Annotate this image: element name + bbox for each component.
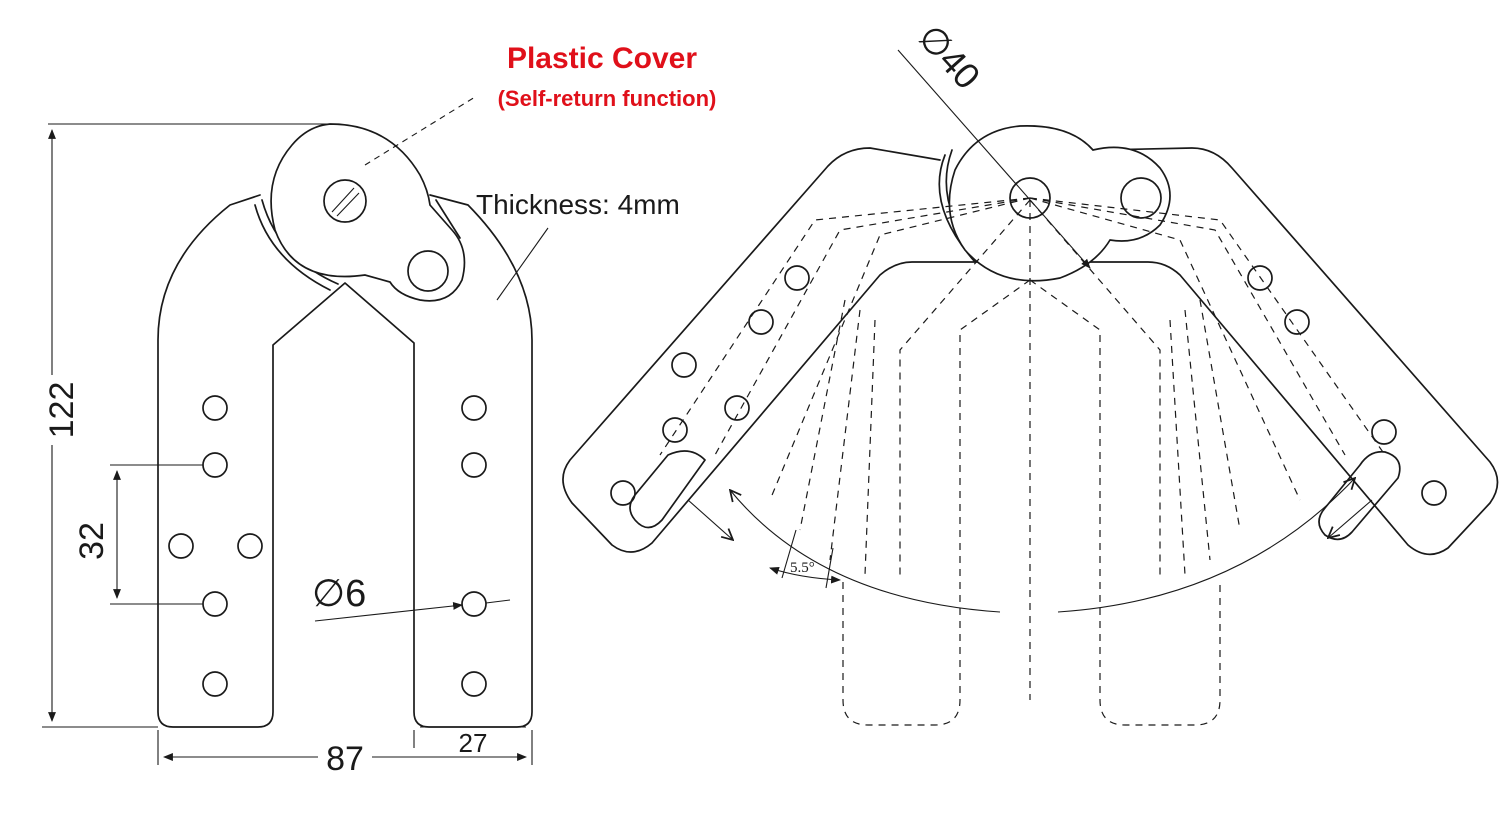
angle-value: 5.5° (790, 560, 815, 576)
cam-pin-icon (407, 250, 449, 292)
rotation-arc-right (1057, 478, 1355, 613)
width-value: 87 (326, 740, 364, 778)
open-right-arm (1079, 147, 1499, 556)
right-leg-holes (461, 395, 487, 697)
plastic-cover (270, 123, 466, 302)
height-value: 122 (43, 382, 81, 439)
self-return-label: (Self-return function) (498, 86, 717, 111)
dimension-angle: 5.5° (769, 529, 841, 589)
return-arrow-left-icon (687, 499, 733, 540)
open-view: ∅40 (562, 16, 1499, 726)
dimension-width: 87 (157, 730, 533, 778)
plastic-cover-label: Plastic Cover (507, 42, 697, 75)
thickness-label: Thickness: 4mm (476, 189, 680, 220)
body-edge-left (254, 204, 331, 291)
dimension-height: 122 (42, 123, 330, 728)
front-view: 122 32 ∅6 87 27 (42, 96, 549, 778)
hole-spacing-value: 32 (73, 522, 111, 560)
left-leg-holes (168, 395, 263, 697)
dimension-leg-width: 27 (413, 726, 526, 758)
dimension-hole-diameter: ∅6 (312, 573, 511, 622)
pivot-diameter-value: ∅40 (910, 16, 988, 96)
thickness-leader (496, 227, 549, 301)
hole-diameter-value: ∅6 (312, 573, 366, 615)
return-arrow-right-icon (1328, 499, 1373, 538)
hinge-body-outline (157, 194, 533, 728)
pivot-screw-icon (323, 179, 367, 223)
open-arm-holes (610, 265, 1447, 506)
open-left-arm (562, 147, 986, 553)
rotation-arc-left (730, 490, 1001, 613)
phantom-positions (659, 197, 1386, 726)
right-slot (1318, 450, 1401, 541)
leg-width-value: 27 (459, 728, 488, 758)
left-slot (629, 450, 706, 529)
dimension-hole-spacing: 32 (73, 464, 203, 605)
body-edge-right (435, 199, 461, 239)
open-cam-pin-icon (1120, 177, 1162, 219)
